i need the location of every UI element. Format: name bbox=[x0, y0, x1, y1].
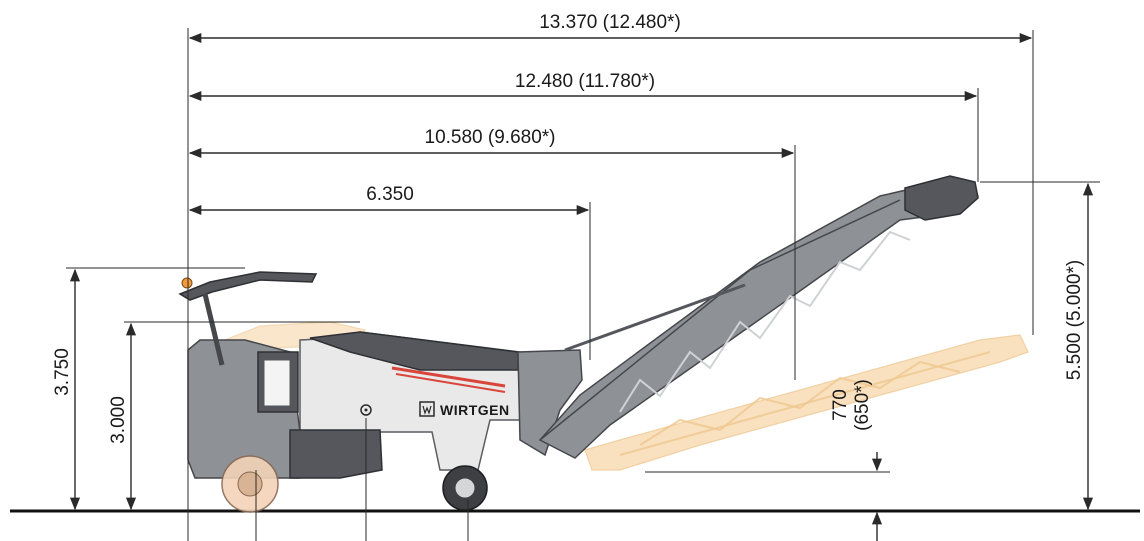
brand-label: WIRTGEN bbox=[419, 401, 510, 418]
dimension-discharge-height-high: 5.500 (5.000*) bbox=[1064, 260, 1085, 380]
dimension-length-1: 13.370 (12.480*) bbox=[539, 12, 681, 33]
brand-name: WIRTGEN bbox=[440, 402, 510, 418]
dimension-length-2: 12.480 (11.780*) bbox=[515, 71, 655, 92]
dimension-discharge-height-low: 770 bbox=[830, 389, 851, 421]
vertical-dimensions-left: 3.750 3.000 bbox=[52, 267, 360, 511]
vertical-dimensions-right: 5.500 (5.000*) 770 (650*) bbox=[645, 181, 1100, 541]
dimension-discharge-height-low-alt: (650*) bbox=[852, 379, 873, 431]
dimension-height-cabin: 3.000 bbox=[108, 396, 129, 444]
axle-reference-lines bbox=[255, 418, 469, 541]
milling-machine bbox=[178, 271, 583, 513]
conveyor-raised bbox=[538, 175, 979, 459]
dimension-length-3: 10.580 (9.680*) bbox=[425, 127, 556, 148]
dimension-length-4: 6.350 bbox=[366, 184, 414, 205]
wirtgen-logo-icon bbox=[419, 401, 435, 417]
dimension-height-roof: 3.750 bbox=[52, 348, 73, 396]
